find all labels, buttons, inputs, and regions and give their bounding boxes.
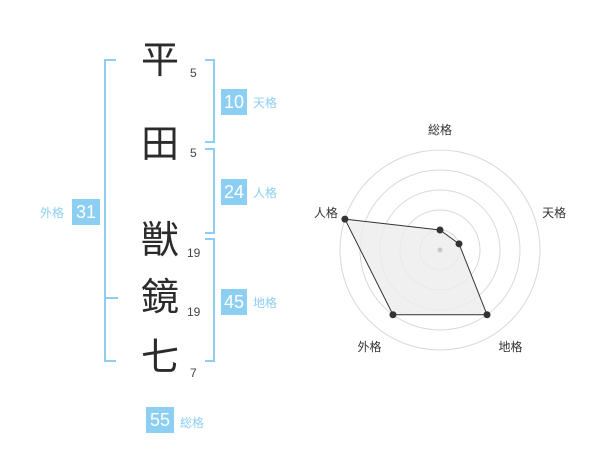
name-char-2: 田 bbox=[140, 122, 179, 166]
tenkaku-bracket bbox=[205, 59, 215, 143]
chikaku-value: 45 bbox=[221, 289, 247, 315]
radar-point-1 bbox=[455, 240, 463, 248]
radar-center-dot bbox=[437, 247, 443, 253]
gaikaku-value: 31 bbox=[72, 199, 100, 225]
stroke-count-2: 5 bbox=[190, 146, 197, 160]
tenkaku-value: 10 bbox=[221, 89, 247, 115]
gaikaku-bracket-middle bbox=[104, 297, 118, 299]
radar-point-4 bbox=[341, 215, 349, 223]
gaikaku-label: 外格 bbox=[40, 206, 65, 220]
radar-points bbox=[341, 215, 491, 319]
chikaku-label: 地格 bbox=[253, 296, 278, 310]
jinkaku-label: 人格 bbox=[253, 186, 278, 200]
name-char-1: 平 bbox=[140, 38, 179, 82]
stroke-count-1: 5 bbox=[190, 66, 197, 80]
soukaku-label: 総格 bbox=[180, 416, 205, 430]
name-char-3: 獣 bbox=[140, 218, 179, 262]
radar-point-0 bbox=[436, 226, 444, 234]
gaikaku-bracket bbox=[104, 59, 116, 362]
radar-point-2 bbox=[483, 311, 491, 319]
radar-axis-label-4: 人格 bbox=[314, 205, 338, 220]
radar-point-3 bbox=[389, 311, 397, 319]
stroke-count-5: 7 bbox=[190, 366, 197, 380]
jinkaku-value: 24 bbox=[221, 179, 247, 205]
stroke-count-4: 19 bbox=[187, 305, 201, 319]
radar-axis-label-2: 地格 bbox=[499, 339, 523, 354]
tenkaku-label: 天格 bbox=[253, 96, 278, 110]
radar-axis-label-3: 外格 bbox=[357, 339, 381, 354]
soukaku-value: 55 bbox=[146, 407, 174, 433]
chikaku-bracket bbox=[205, 238, 215, 362]
name-char-5: 七 bbox=[140, 335, 179, 379]
stroke-count-3: 19 bbox=[187, 246, 201, 260]
jinkaku-bracket bbox=[205, 148, 215, 234]
name-char-4: 鏡 bbox=[140, 275, 179, 319]
radar-ring-5 bbox=[339, 149, 541, 351]
radar-axis-label-1: 天格 bbox=[542, 205, 566, 220]
radar-polygon bbox=[344, 218, 488, 316]
radar-axis-label-0: 総格 bbox=[428, 122, 452, 137]
